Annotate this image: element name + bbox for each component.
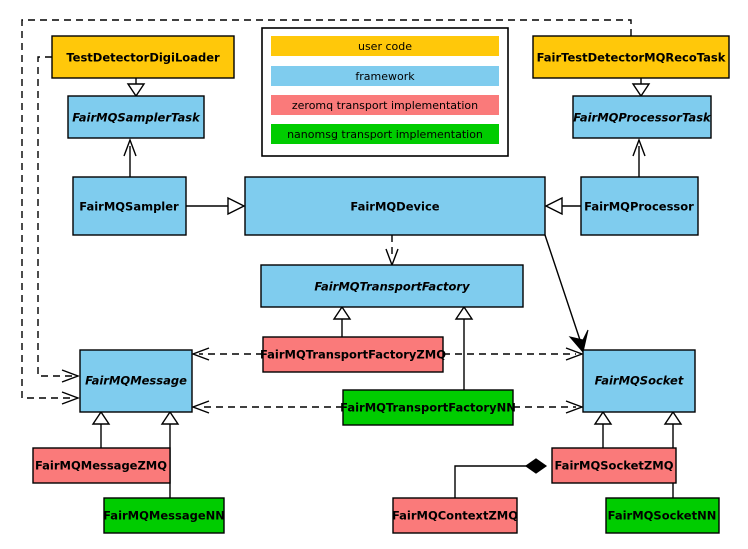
hollow-triangle-icon bbox=[544, 196, 563, 216]
class-node-fairmqsamplertask[interactable]: FairMQSamplerTask bbox=[67, 95, 205, 139]
legend-item-zeromq: zeromq transport implementation bbox=[271, 95, 499, 115]
hollow-triangle-icon bbox=[332, 305, 352, 320]
edge-path bbox=[454, 465, 536, 498]
class-node-fairmqsocketnn[interactable]: FairMQSocketNN bbox=[605, 497, 720, 534]
node-box[interactable] bbox=[580, 176, 699, 236]
legend-item-nanomsg: nanomsg transport implementation bbox=[271, 124, 499, 144]
open-arrow-icon bbox=[123, 138, 137, 157]
edge-recotask-inherits-processortask bbox=[631, 78, 651, 98]
class-node-fairmqmessage[interactable]: FairMQMessage bbox=[79, 349, 193, 413]
hollow-triangle-icon bbox=[663, 410, 683, 425]
edge-path bbox=[544, 234, 584, 350]
edge-factorynn-inherits-factory bbox=[454, 305, 474, 390]
edge-factorynn-creates-message bbox=[191, 400, 343, 414]
node-box[interactable] bbox=[392, 497, 518, 534]
edge-digiloader-uses-message bbox=[37, 56, 80, 383]
node-box[interactable] bbox=[260, 264, 524, 308]
filled-diamond-icon bbox=[524, 458, 548, 474]
class-node-fairmqtransportfactorynn[interactable]: FairMQTransportFactoryNN bbox=[340, 389, 516, 426]
filled-arrow-icon bbox=[568, 329, 589, 354]
node-box[interactable] bbox=[103, 497, 225, 534]
edge-digiloader-inherits-samplertask bbox=[126, 78, 146, 98]
open-arrow-icon bbox=[191, 400, 210, 414]
legend-swatch-nanomsg bbox=[271, 124, 499, 144]
class-node-fairmqmessagezmq[interactable]: FairMQMessageZMQ bbox=[32, 447, 171, 484]
legend-layer: user code framework zeromq transport imp… bbox=[261, 27, 509, 157]
edge-path bbox=[37, 56, 72, 377]
node-box[interactable] bbox=[605, 497, 720, 534]
hollow-triangle-icon bbox=[160, 410, 180, 425]
edge-processor-aggregates-processortask bbox=[632, 138, 646, 177]
hollow-triangle-icon bbox=[126, 83, 146, 98]
node-box[interactable] bbox=[551, 447, 677, 484]
hollow-triangle-icon bbox=[227, 196, 246, 216]
hollow-triangle-icon bbox=[631, 83, 651, 98]
legend-item-user-code: user code bbox=[271, 36, 499, 56]
class-node-fairmqprocessor[interactable]: FairMQProcessor bbox=[580, 176, 699, 236]
class-node-fairmqsampler[interactable]: FairMQSampler bbox=[72, 176, 187, 236]
edge-device-uses-socket bbox=[544, 234, 589, 354]
edge-factoryzmq-creates-socket bbox=[443, 347, 584, 361]
open-arrow-icon bbox=[565, 347, 584, 361]
class-node-fairmqsocket[interactable]: FairMQSocket bbox=[582, 349, 696, 413]
edge-recotask-uses-message bbox=[21, 19, 632, 405]
class-node-fairmqtransportfactory[interactable]: FairMQTransportFactory bbox=[260, 264, 524, 308]
edge-socketzmq-composes-contextzmq bbox=[454, 458, 548, 498]
legend-item-framework: framework bbox=[271, 66, 499, 86]
open-arrow-icon bbox=[61, 391, 80, 405]
class-node-fairmqdevice[interactable]: FairMQDevice bbox=[244, 176, 546, 236]
open-arrow-icon bbox=[191, 347, 210, 361]
class-node-fairtestdetectormqrecotask[interactable]: FairTestDetectorMQRecoTask bbox=[532, 35, 730, 79]
node-box[interactable] bbox=[79, 349, 193, 413]
class-node-fairmqprocessortask[interactable]: FairMQProcessorTask bbox=[572, 95, 712, 139]
edges-layer bbox=[21, 19, 683, 498]
node-box[interactable] bbox=[342, 389, 514, 426]
open-arrow-icon bbox=[632, 138, 646, 157]
edge-sampler-aggregates-samplertask bbox=[123, 138, 137, 177]
open-arrow-icon bbox=[61, 369, 80, 383]
node-box[interactable] bbox=[532, 35, 730, 79]
edge-path bbox=[21, 19, 632, 399]
node-box[interactable] bbox=[51, 35, 235, 79]
node-box[interactable] bbox=[32, 447, 171, 484]
hollow-triangle-icon bbox=[91, 410, 111, 425]
edge-factoryzmq-inherits-factory bbox=[332, 305, 352, 337]
node-box[interactable] bbox=[244, 176, 546, 236]
edge-factoryzmq-creates-message bbox=[191, 347, 263, 361]
node-box[interactable] bbox=[72, 176, 187, 236]
node-box[interactable] bbox=[582, 349, 696, 413]
node-box[interactable] bbox=[262, 336, 444, 373]
edge-factorynn-creates-socket bbox=[513, 400, 584, 414]
class-node-fairmqsocketzmq[interactable]: FairMQSocketZMQ bbox=[551, 447, 677, 484]
class-node-fairmqtransportfactoryzmq[interactable]: FairMQTransportFactoryZMQ bbox=[260, 336, 446, 373]
node-box[interactable] bbox=[67, 95, 205, 139]
hollow-triangle-icon bbox=[593, 410, 613, 425]
class-node-fairmqcontextzmq[interactable]: FairMQContextZMQ bbox=[392, 497, 518, 534]
class-node-testdetectordigiloader[interactable]: TestDetectorDigiLoader bbox=[51, 35, 235, 79]
legend-swatch-zeromq bbox=[271, 95, 499, 115]
edge-processor-inherits-device bbox=[544, 196, 581, 216]
legend-swatch-framework bbox=[271, 66, 499, 86]
edge-sampler-inherits-device bbox=[186, 196, 246, 216]
edge-messagezmq-inherits-message bbox=[91, 410, 111, 448]
class-node-fairmqmessagenn[interactable]: FairMQMessageNN bbox=[103, 497, 225, 534]
open-arrow-icon bbox=[565, 400, 584, 414]
hollow-triangle-icon bbox=[454, 305, 474, 320]
edge-socketzmq-inherits-socket bbox=[593, 410, 613, 448]
legend-swatch-user-code bbox=[271, 36, 499, 56]
edge-device-uses-transportfactory bbox=[385, 235, 399, 267]
node-box[interactable] bbox=[572, 95, 712, 139]
